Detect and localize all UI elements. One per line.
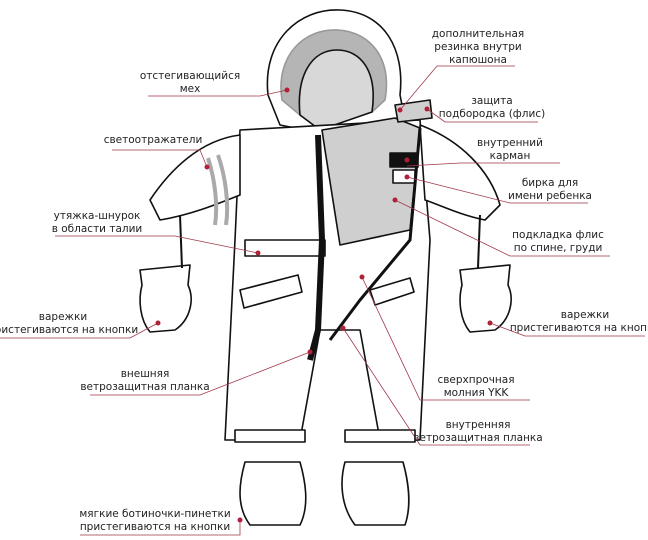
- pocket-flap: [239, 274, 303, 309]
- ykk-zipper: [307, 134, 326, 361]
- name-tag: [392, 169, 416, 184]
- marker-dots: [155, 87, 493, 523]
- left-bootie: [239, 461, 307, 526]
- pocket-flap-right: [369, 277, 415, 306]
- mitten-cord: [179, 214, 183, 269]
- right-cuff: [344, 429, 416, 443]
- waist-band: [244, 239, 326, 257]
- label-reflectors: светоотражатели: [103, 134, 203, 146]
- right-sleeve: [419, 124, 501, 221]
- inner-pocket: [389, 152, 419, 168]
- left-cuff: [234, 429, 306, 443]
- leader-lines: [0, 65, 645, 536]
- left-mitten: [139, 264, 192, 333]
- mitten-cord: [477, 214, 481, 269]
- face-opening: [298, 49, 374, 131]
- right-bootie: [341, 461, 410, 526]
- inner-flap-edge: [328, 127, 422, 341]
- right-mitten: [459, 264, 512, 333]
- reflector-stripe: [216, 154, 230, 226]
- reflector-stripe: [206, 157, 219, 226]
